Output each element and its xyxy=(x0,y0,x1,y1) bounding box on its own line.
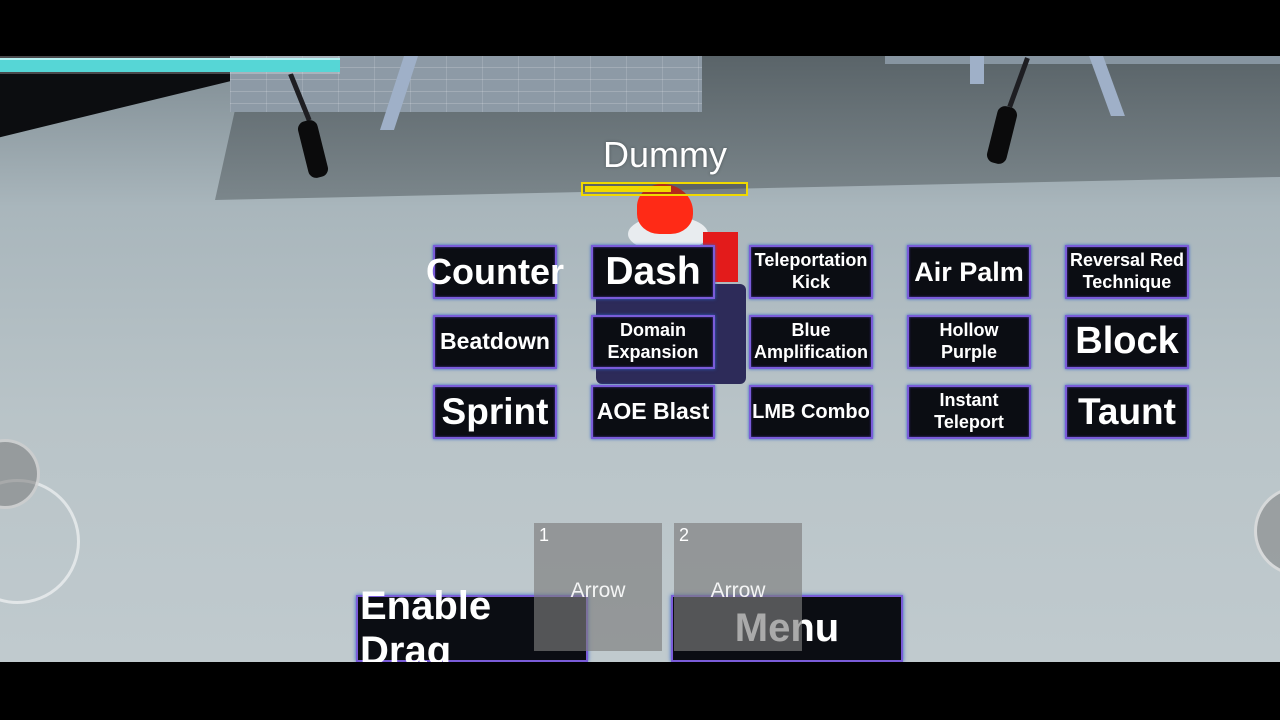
letterbox-bottom xyxy=(0,662,1280,720)
player-health-bar xyxy=(0,56,340,74)
character-red-hair xyxy=(637,184,693,234)
skill-domain-expansion-button[interactable]: Domain Expansion xyxy=(591,315,715,369)
skill-beatdown-button[interactable]: Beatdown xyxy=(433,315,557,369)
skill-taunt-button[interactable]: Taunt xyxy=(1065,385,1189,439)
letterbox-top xyxy=(0,0,1280,56)
enable-drag-label: Enable Drag xyxy=(360,583,492,663)
skill-sprint-button[interactable]: Sprint xyxy=(433,385,557,439)
skill-reversal-red-button[interactable]: Reversal Red Technique xyxy=(1065,245,1189,299)
scene-post xyxy=(970,56,984,84)
target-name: Dummy xyxy=(603,134,727,175)
hotbar-slot-label: Arrow xyxy=(570,579,626,602)
hotbar-slot-1[interactable]: 1 Arrow xyxy=(534,523,662,651)
hotbar-slot-2[interactable]: 2 Arrow xyxy=(674,523,802,651)
hotbar-slot-number: 1 xyxy=(539,525,550,545)
game-viewport[interactable]: Dummy Counter Dash Teleportation Kick Ai… xyxy=(0,56,1280,662)
scene-dark-area xyxy=(0,56,230,138)
player-health-fill xyxy=(0,58,340,72)
skill-lmb-combo-button[interactable]: LMB Combo xyxy=(749,385,873,439)
hotbar-slot-number: 2 xyxy=(679,525,690,545)
jump-button[interactable] xyxy=(1254,486,1280,576)
skill-teleportation-kick-button[interactable]: Teleportation Kick xyxy=(749,245,873,299)
skill-counter-button[interactable]: Counter xyxy=(426,245,564,299)
skill-blue-amplification-button[interactable]: Blue Amplification xyxy=(749,315,873,369)
target-health-fill xyxy=(585,186,671,192)
skill-block-button[interactable]: Block xyxy=(1065,315,1189,369)
skill-instant-teleport-button[interactable]: Instant Teleport xyxy=(907,385,1031,439)
hotbar-slot-label: Arrow xyxy=(710,579,766,602)
skill-aoe-blast-button[interactable]: AOE Blast xyxy=(591,385,715,439)
scene-wall-right xyxy=(885,56,1280,64)
skill-dash-button[interactable]: Dash xyxy=(591,245,715,299)
skill-air-palm-button[interactable]: Air Palm xyxy=(907,245,1031,299)
target-health-bar xyxy=(581,182,748,196)
skill-hollow-purple-button[interactable]: Hollow Purple xyxy=(907,315,1031,369)
